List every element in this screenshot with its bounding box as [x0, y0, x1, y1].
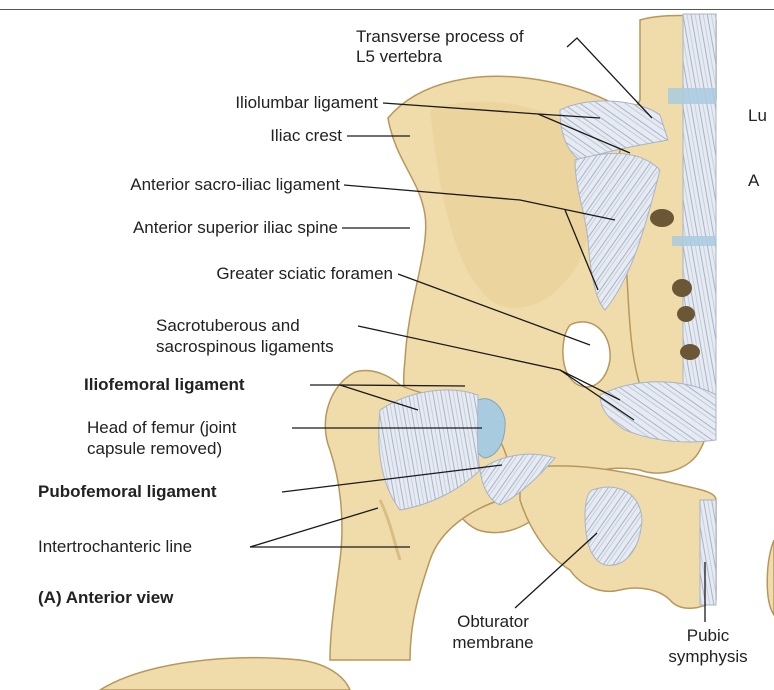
label-pubic-symphysis-line2: symphysis [668, 647, 748, 666]
label-greater-sciatic-foramen: Greater sciatic foramen [216, 264, 393, 283]
label-transverse-process-line1: Transverse process of [356, 27, 524, 46]
label-intertrochanteric-line: Intertrochanteric line [38, 537, 193, 556]
intervertebral-disc [668, 88, 716, 104]
sacrospinous-ligament-shape [599, 381, 717, 443]
label-cropped-right-bottom: A [748, 171, 760, 190]
label-obturator-line1: Obturator [457, 612, 529, 631]
label-iliofemoral-ligament: Iliofemoral ligament [84, 375, 245, 394]
label-sacrotuberous-line2: sacrospinous ligaments [156, 337, 334, 356]
label-iliac-crest: Iliac crest [270, 126, 342, 145]
label-sacrotuberous-line1: Sacrotuberous and [156, 316, 300, 335]
leader-anterior-sacroiliac-2 [564, 209, 599, 291]
leader-sacrotuberous-2 [559, 369, 635, 421]
label-head-of-femur-line2: capsule removed) [87, 439, 223, 458]
view-caption: (A) Anterior view [38, 588, 174, 607]
sacral-foramen [650, 209, 674, 227]
leader-iliofemoral-2 [339, 384, 419, 411]
label-cropped-right-top: Lu [748, 106, 767, 125]
anterior-sacroiliac-ligament-shape [574, 152, 661, 311]
anterior-longitudinal-ligament [682, 13, 717, 395]
leader-iliolumbar-2 [537, 113, 631, 154]
sacral-foramen [672, 279, 692, 297]
label-head-of-femur-line1: Head of femur (joint [87, 418, 237, 437]
label-anterior-superior-iliac-spine: Anterior superior iliac spine [132, 218, 338, 237]
leader-greater-sciatic [397, 273, 591, 346]
sacral-foramen [680, 344, 700, 360]
intervertebral-disc [672, 236, 716, 246]
label-anterior-sacroiliac-ligament: Anterior sacro-iliac ligament [130, 175, 340, 194]
pubic-symphysis-shape [699, 499, 717, 606]
obturator-membrane-shape [584, 486, 643, 566]
leader-intertrochanteric [249, 507, 379, 548]
iliac-fossa-shade [430, 101, 594, 308]
leader-obturator [514, 532, 598, 609]
pubofemoral-ligament-shape [479, 453, 556, 506]
label-iliolumbar-ligament: Iliolumbar ligament [235, 93, 378, 112]
label-obturator-line2: membrane [452, 633, 534, 652]
sacral-foramen [677, 306, 695, 322]
label-pubic-symphysis-line1: Pubic [686, 626, 730, 645]
label-pubofemoral-ligament: Pubofemoral ligament [38, 482, 217, 501]
leader-lines [249, 37, 706, 622]
leader-anterior-sacroiliac [343, 184, 616, 221]
greater-sciatic-foramen-shape [562, 321, 611, 388]
intertrochanteric-ridge [378, 499, 402, 561]
leader-transverse-process [566, 37, 653, 119]
iliolumbar-ligament-shape [559, 100, 669, 161]
leader-pubofemoral [281, 464, 503, 493]
top-border [0, 9, 774, 10]
lower-bone-fragment [98, 656, 351, 690]
label-transverse-process-line2: L5 vertebra [356, 47, 442, 66]
right-bone-fragment [766, 539, 774, 617]
